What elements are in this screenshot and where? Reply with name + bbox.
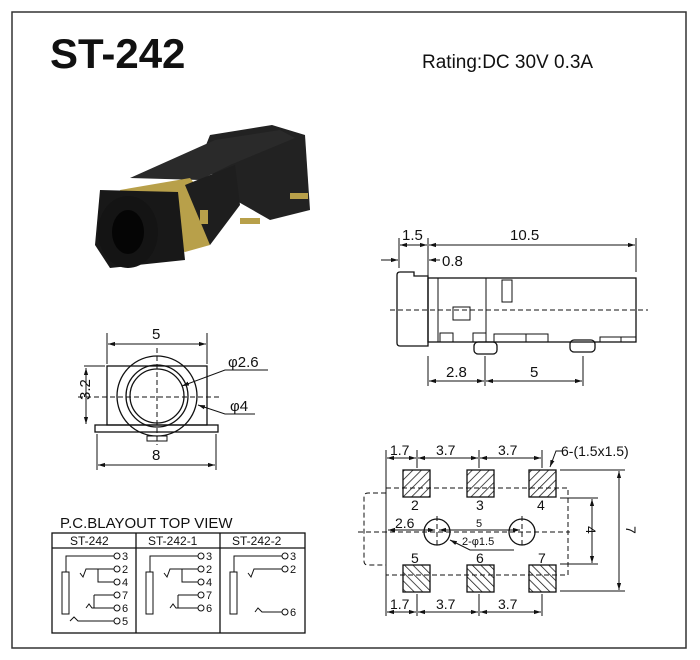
pad-7 [528, 564, 557, 593]
pinout-header-st-242: ST-242 [70, 534, 109, 548]
pin-label: 2 [290, 564, 296, 576]
dim-top-1: 1.7 [390, 442, 410, 458]
pin-label: 5 [122, 616, 128, 628]
dim-length: 10.5 [510, 227, 539, 244]
pad-2 [402, 469, 431, 498]
dim-bottom-3: 3.7 [498, 596, 518, 612]
pin-label: 6 [206, 603, 212, 615]
pin-label: 2 [122, 564, 128, 576]
pinout-title: P.C.BLAYOUT TOP VIEW [60, 515, 233, 532]
pin-label: 4 [206, 577, 212, 589]
dim-top-3: 3.7 [498, 442, 518, 458]
front-view-drawing [78, 333, 268, 470]
pad-3 [466, 469, 495, 498]
product-photo [95, 125, 310, 268]
hole-note: 2-φ1.5 [462, 536, 494, 548]
pin-label-7: 7 [538, 550, 546, 566]
dim-bottom-2: 3.7 [436, 596, 456, 612]
pad-5 [402, 564, 431, 593]
pin-label-2: 2 [411, 497, 419, 513]
pin-label-3: 3 [476, 497, 484, 513]
dim-peg-offset: 2.8 [446, 364, 467, 381]
dim-height: 3.2 [77, 379, 94, 400]
pin-label: 6 [122, 603, 128, 615]
side-view-drawing [381, 238, 648, 386]
pin-label-6: 6 [476, 550, 484, 566]
pin-label: 7 [206, 590, 212, 602]
dim-hole-spacing: 5 [476, 518, 482, 530]
pinout-table [51, 532, 306, 634]
dim-top-2: 3.7 [436, 442, 456, 458]
pinout-pin-labels: 3 2 4 7 6 5 3 2 4 7 6 3 2 6 [122, 551, 296, 628]
dim-step: 0.8 [442, 253, 463, 270]
pin-label: 7 [122, 590, 128, 602]
pin-label-5: 5 [411, 550, 419, 566]
pin-label: 3 [122, 551, 128, 563]
pad-note: 6-(1.5x1.5) [561, 443, 629, 459]
pin-label: 2 [206, 564, 212, 576]
pinout-header-st-242-1: ST-242-1 [148, 534, 198, 548]
dim-bottom-1: 1.7 [390, 596, 410, 612]
pinout-header-st-242-2: ST-242-2 [232, 534, 282, 548]
pin-label: 3 [290, 551, 296, 563]
dim-flange: 1.5 [402, 227, 423, 244]
pin-label: 4 [122, 577, 128, 589]
dim-width-bottom: 8 [152, 447, 160, 464]
rating-text: Rating:DC 30V 0.3A [422, 52, 593, 73]
dim-outer-height: 7 [623, 526, 639, 534]
pin-label: 3 [206, 551, 212, 563]
pin-label-4: 4 [537, 497, 545, 513]
part-title: ST-242 [50, 30, 185, 77]
pad-6 [466, 564, 495, 593]
pin-label: 6 [290, 607, 296, 619]
page-border [11, 11, 687, 649]
pcb-layout-drawing [358, 450, 625, 616]
dim-peg-spacing: 5 [530, 364, 538, 381]
dim-hole-offset: 2.6 [395, 515, 415, 531]
dim-inner-height: 4 [583, 526, 599, 534]
dim-width-top: 5 [152, 326, 160, 343]
dim-inner-dia: φ2.6 [228, 354, 259, 371]
dim-outer-dia: φ4 [230, 398, 248, 415]
pad-4 [528, 469, 557, 498]
